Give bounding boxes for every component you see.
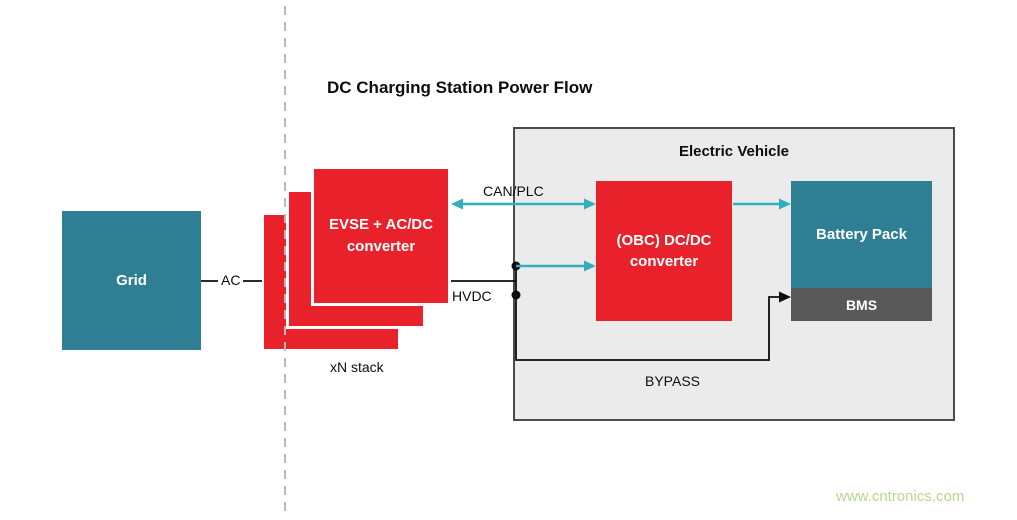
bms-label: BMS bbox=[845, 296, 878, 313]
ac-link-label: AC bbox=[218, 272, 244, 288]
battery-pack-main: Battery Pack bbox=[791, 181, 932, 288]
grid-label: Grid bbox=[116, 272, 147, 289]
stack-count-label: xN stack bbox=[330, 359, 384, 375]
bypass-link-label: BYPASS bbox=[645, 373, 700, 389]
battery-pack-label: Battery Pack bbox=[816, 226, 907, 243]
grid-box: Grid bbox=[62, 211, 201, 350]
hvdc-link-label: HVDC bbox=[452, 288, 492, 304]
page-title: DC Charging Station Power Flow bbox=[327, 78, 593, 97]
evse-converter-label: EVSE + AC/DC converter bbox=[328, 216, 434, 255]
watermark: www.cntronics.com bbox=[836, 488, 965, 505]
battery-pack-box: Battery Pack BMS bbox=[791, 181, 932, 321]
bms-bar: BMS bbox=[791, 288, 932, 321]
can-plc-arrowhead-left bbox=[451, 198, 463, 210]
ev-title: Electric Vehicle bbox=[678, 143, 790, 160]
can-plc-link-label: CAN/PLC bbox=[483, 183, 544, 199]
obc-converter-label: (OBC) DC/DC converter bbox=[616, 232, 712, 270]
evse-converter-box: EVSE + AC/DC converter bbox=[311, 166, 451, 306]
obc-converter-box: (OBC) DC/DC converter bbox=[596, 181, 732, 321]
